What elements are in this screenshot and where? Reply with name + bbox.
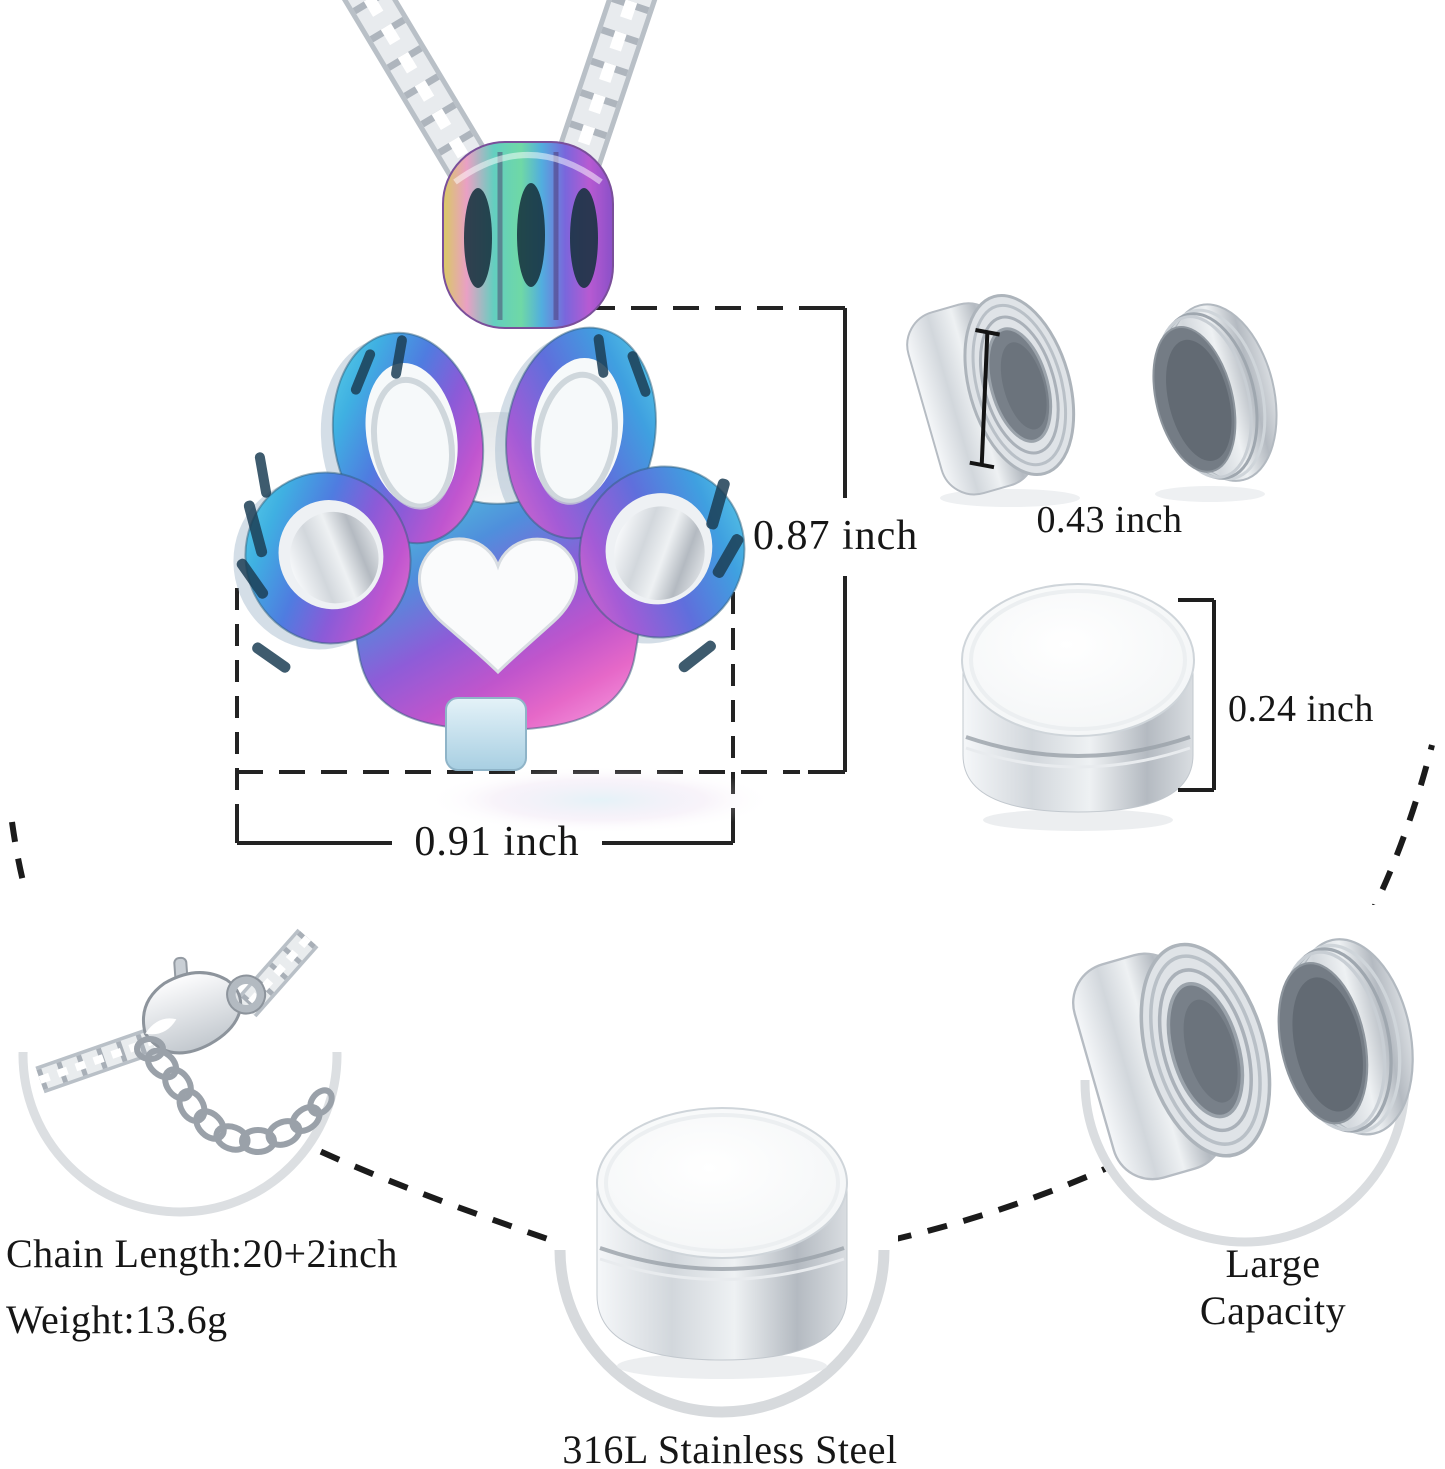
extension-chain [134, 1036, 335, 1155]
lobster-clasp [141, 956, 267, 1055]
cage-slits [236, 334, 744, 673]
capsule-open-pair-small [906, 294, 1278, 507]
diameter-measure-line [969, 328, 1000, 470]
toe-right [578, 465, 746, 639]
capsule-open-body-small [906, 294, 1076, 496]
weight-label: Weight:13.6g [6, 1297, 228, 1342]
pendant-width-label: 0.91 inch [414, 819, 580, 865]
capsule-height-label: 0.24 inch [1228, 688, 1374, 730]
capsule-open-lid-large [1277, 938, 1414, 1136]
pendant-height-label: 0.87 inch [753, 513, 919, 559]
pendant-clasp-tab [445, 697, 527, 771]
large-capacity-label: Large Capacity [1199, 1241, 1347, 1333]
chain-length-label: Chain Length:20+2inch [6, 1231, 398, 1276]
heart-cutout [418, 537, 579, 675]
chain-clasp-vignette [10, 880, 358, 1217]
closed-capsule-large [548, 1074, 898, 1418]
material-label: 316L Stainless Steel [562, 1427, 898, 1469]
pendant-measure-lines [235, 306, 847, 845]
paw-pendant [233, 326, 746, 771]
capsule-height-bracket [1178, 598, 1216, 792]
capsule-open-lid-small [1152, 303, 1278, 482]
capsule-open-body-large [1072, 942, 1272, 1181]
capsule-opening-label: 0.43 inch [1036, 499, 1183, 541]
box-chain-segment [235, 928, 319, 1018]
pendant-reflection [425, 766, 775, 834]
pendant-bail [442, 141, 614, 329]
toe-left [244, 471, 412, 645]
closed-capsule-small [961, 583, 1216, 831]
large-capacity-vignette [1072, 905, 1422, 1247]
box-chain-segment [35, 1027, 157, 1094]
